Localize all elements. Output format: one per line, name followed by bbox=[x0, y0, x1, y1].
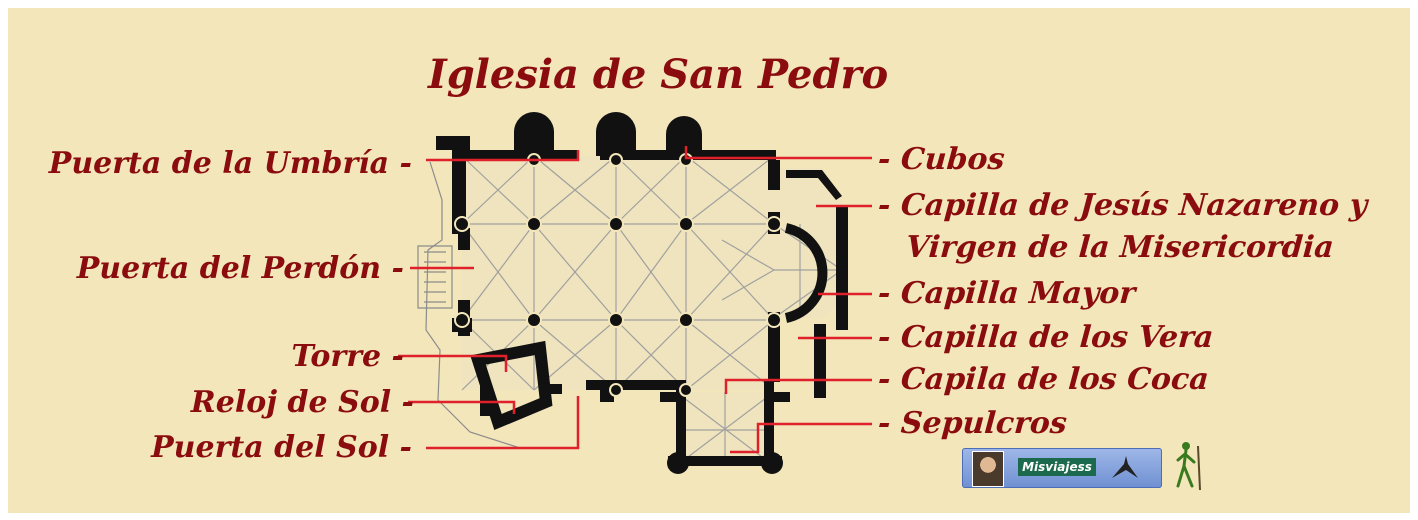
label-capilla-vera: - Capilla de los Vera bbox=[876, 320, 1215, 355]
label-capilla-mayor: - Capilla Mayor bbox=[876, 276, 1137, 311]
label-torre: Torre - bbox=[291, 339, 405, 374]
label-puerta-perdon: Puerta del Perdón - bbox=[76, 251, 404, 286]
badge-name: Misviajess bbox=[1018, 458, 1096, 476]
label-puerta-umbria: Puerta de la Umbría - bbox=[48, 146, 412, 181]
label-sepulcros: - Sepulcros bbox=[876, 406, 1069, 441]
label-reloj-de-sol: Reloj de Sol - bbox=[190, 385, 414, 420]
hiker-icon bbox=[1176, 442, 1201, 491]
bird-icon bbox=[1112, 456, 1138, 478]
author-badge: Misviajess bbox=[962, 448, 1162, 488]
site-boundary bbox=[417, 161, 521, 449]
leader-lines bbox=[398, 146, 872, 454]
label-capilla-jesus-nazareno: - Capilla de Jesús Nazareno y bbox=[876, 188, 1369, 223]
piers bbox=[454, 153, 782, 397]
label-capila-coca: - Capila de los Coca bbox=[876, 362, 1210, 397]
diagram-title: Iglesia de San Pedro bbox=[428, 51, 889, 98]
label-virgen-misericordia: Virgen de la Misericordia bbox=[904, 230, 1335, 265]
label-cubos: - Cubos bbox=[876, 142, 1006, 177]
label-puerta-del-sol: Puerta del Sol - bbox=[151, 430, 412, 465]
avatar bbox=[972, 451, 1004, 487]
